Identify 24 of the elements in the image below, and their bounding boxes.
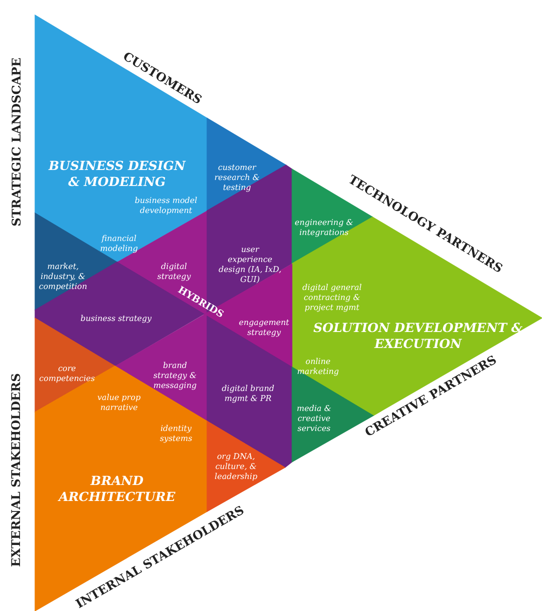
region-label: digital strategy — [156, 262, 192, 282]
region-label: user experience design (IA, IxD, GUI) — [218, 245, 282, 285]
region-label: media & creative services — [296, 404, 332, 434]
region-title: BRAND ARCHITECTURE — [56, 473, 176, 506]
region-label: digital brand mgmt & PR — [220, 384, 276, 404]
region-label: digital general contracting & project mgmt — [301, 283, 363, 313]
region-title: SOLUTION DEVELOPMENT & EXECUTION — [313, 320, 523, 352]
triangle-segment — [35, 15, 207, 262]
region-label: value prop narrative — [96, 393, 142, 413]
region-label: business strategy — [79, 314, 153, 324]
region-label: financial modeling — [99, 234, 139, 254]
region-label: identity systems — [158, 424, 194, 444]
region-label: engagement strategy — [238, 318, 290, 338]
side-label: EXTERNAL STAKEHOLDERS — [8, 373, 23, 567]
region-label: org DNA, culture, & leadership — [214, 452, 258, 482]
region-label: core competencies — [38, 364, 96, 384]
region-label: business model development — [134, 196, 198, 216]
region-label: customer research & testing — [213, 163, 261, 193]
side-label: STRATEGIC LANDSCAPE — [8, 58, 23, 226]
region-title: BUSINESS DESIGN & MODELING — [47, 158, 187, 190]
region-label: brand strategy & messaging — [152, 360, 198, 391]
region-label: market, industry, & competition — [38, 262, 88, 292]
triangle-segment — [207, 118, 286, 211]
region-label: online marketing — [296, 357, 340, 377]
